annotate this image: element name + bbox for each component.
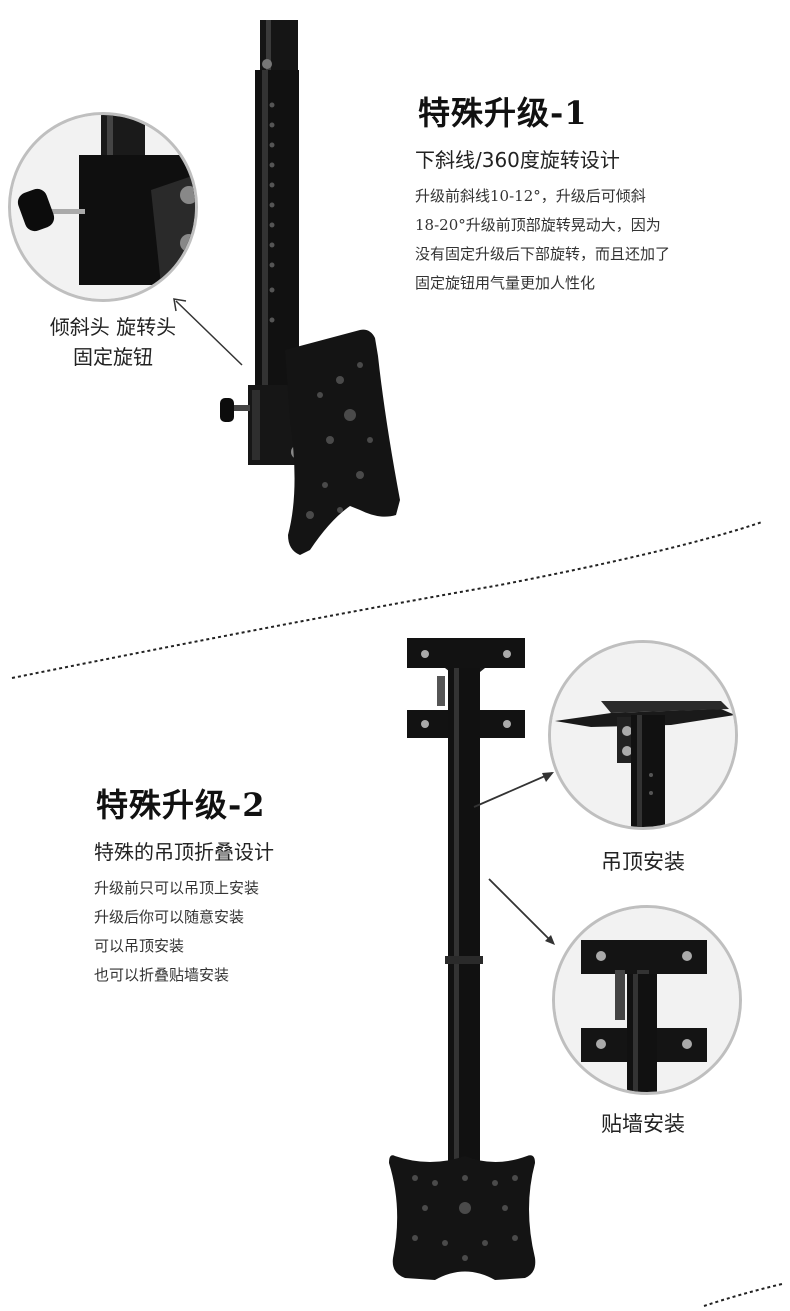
section1-body-line: 18-20°升级前顶部旋转晃动大，因为: [415, 216, 661, 234]
tv-mount-pole-product-1: [220, 20, 400, 555]
wall-install-detail-circle: [552, 905, 742, 1095]
section1-subtitle: 下斜线/360度旋转设计: [415, 148, 620, 172]
arrow-to-wall-detail: [488, 878, 555, 945]
section2-title: 特殊升级-2: [96, 786, 266, 824]
callout-label: 倾斜头 旋转头 固定旋钮: [28, 312, 198, 372]
tilt-head-detail-circle: [8, 112, 198, 302]
caption-ceiling-install: 吊顶安装: [601, 850, 685, 874]
section2-body-line: 升级后你可以随意安装: [94, 908, 245, 926]
wall-bracket-icon: [555, 908, 739, 1092]
bottom-divider: [703, 1283, 783, 1307]
section2-subtitle: 特殊的吊顶折叠设计: [94, 840, 274, 864]
tilt-knob-icon: [11, 115, 195, 299]
section1-body-line: 没有固定升级后下部旋转，而且还加了: [415, 245, 671, 263]
section2-body-line: 也可以折叠贴墙安装: [94, 966, 230, 984]
caption-wall-install: 贴墙安装: [601, 1112, 685, 1136]
callout-arrow-1: [173, 298, 243, 366]
callout-line-2: 固定旋钮: [73, 345, 153, 369]
section2-body: 升级前只可以吊顶上安装 升级后你可以随意安装 可以吊顶安装 也可以折叠贴墙安装: [94, 874, 259, 990]
section1-body: 升级前斜线10-12°，升级后可倾斜 18-20°升级前顶部旋转晃动大，因为 没…: [415, 182, 670, 298]
section2-body-line: 升级前只可以吊顶上安装: [94, 879, 260, 897]
section1-body-line: 固定旋钮用气量更加人性化: [415, 274, 596, 292]
section1-body-line: 升级前斜线10-12°，升级后可倾斜: [415, 187, 646, 205]
ceiling-install-detail-circle: [548, 640, 738, 830]
section1-title: 特殊升级-1: [418, 94, 588, 132]
tv-mount-pole-product-2: [389, 638, 536, 1280]
ceiling-bracket-icon: [551, 643, 735, 827]
section2-body-line: 可以吊顶安装: [94, 937, 185, 955]
arrow-to-ceiling-detail: [473, 772, 554, 808]
callout-line-1: 倾斜头 旋转头: [49, 315, 177, 339]
